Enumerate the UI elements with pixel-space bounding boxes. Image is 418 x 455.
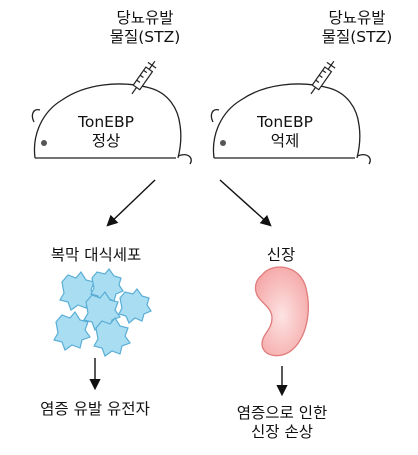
injection-label-left-line1: 당뇨유발 [116, 9, 174, 27]
kidney-icon [254, 266, 309, 357]
macrophage-cell-icon [93, 316, 131, 357]
arrow-right-diagonal [219, 179, 272, 227]
mouse-label-right-line2: 억제 [270, 132, 300, 150]
mouse-left-eye [41, 140, 47, 146]
syringe-left-icon [131, 60, 157, 95]
mouse-label-left-line1: TonEBP [78, 113, 134, 131]
syringe-right-icon [310, 60, 336, 95]
injection-label-right-line2: 물질(STZ) [321, 28, 393, 46]
mouse-label-left: TonEBP 정상 [64, 113, 148, 151]
result-label-left: 염증 유발 유전자 [18, 400, 172, 419]
target-label-left: 복막 대식세포 [50, 246, 142, 264]
result-label-right-line1: 염증으로 인한 [236, 404, 328, 422]
macrophage-cell-icon [90, 268, 124, 304]
injection-label-right-line1: 당뇨유발 [328, 9, 386, 27]
mouse-right-eye [220, 140, 226, 146]
arrow-left-diagonal [106, 179, 156, 227]
macrophage-cell-icon [118, 288, 152, 324]
mouse-label-left-line2: 정상 [91, 132, 121, 150]
result-label-right: 염증으로 인한 신장 손상 [214, 404, 350, 442]
result-label-left-line1: 염증 유발 유전자 [40, 400, 150, 418]
mouse-label-right-line1: TonEBP [257, 113, 313, 131]
injection-label-right: 당뇨유발 물질(STZ) [314, 9, 400, 47]
mouse-left [31, 83, 192, 165]
mouse-right [210, 83, 371, 165]
macrophage-cells [53, 268, 152, 357]
macrophage-cell-icon [53, 310, 91, 351]
target-label-right: 신장 [266, 246, 296, 264]
result-label-right-line2: 신장 손상 [251, 423, 313, 441]
injection-label-left: 당뇨유발 물질(STZ) [104, 9, 186, 47]
mouse-label-right: TonEBP 억제 [243, 113, 327, 151]
injection-label-left-line2: 물질(STZ) [109, 28, 181, 46]
